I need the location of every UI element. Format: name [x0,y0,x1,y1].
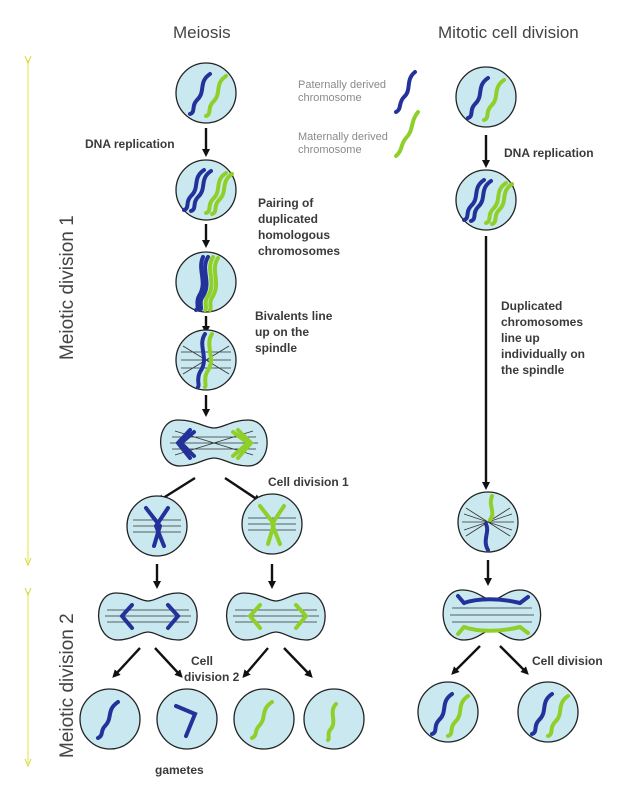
pairing-label-line-4: chromosomes [258,244,340,258]
mitosis-daughter-cell-1 [417,681,479,743]
duplicated-label-line-3: line up [501,331,540,345]
mitosis-anaphase-cell [442,589,542,641]
duplicated-label-line-1: Duplicated [501,299,562,313]
cell-division-1-label: Cell division 1 [268,475,349,489]
legend: Paternally derived chromosome Maternally… [298,70,420,158]
bivalents-label-line-3: spindle [255,341,297,355]
mitosis-arrow-4a [451,645,481,675]
meiotic-division-1-label: Meiotic division 1 [57,215,78,360]
meiosis-arrow-5b [224,477,262,503]
mitosis-arrow-4b [499,645,529,675]
mitosis-parent-cell [455,66,517,128]
meiosis-heading: Meiosis [173,23,231,42]
meiosis-paired-cell [175,251,237,313]
pairing-label-line-1: Pairing of [258,196,314,210]
legend-paternal-label-1: Paternally derived [298,79,386,91]
mitosis-replicated-cell [455,169,517,231]
gamete-4 [303,688,365,750]
cell-division-2-label-line-1: Cell [191,654,213,668]
pairing-label-line-3: homologous [258,228,330,242]
meiosis-dna-replication-label: DNA replication [85,137,175,151]
mitosis-dna-replication-label: DNA replication [504,146,594,160]
duplicated-label-line-5: the spindle [501,363,565,377]
legend-maternal-label-2: chromosome [298,144,362,156]
legend-maternal-label-1: Maternally derived [298,131,388,143]
meiosis-arrow-7d [283,647,313,678]
duplicated-label-line-4: individually on [501,347,585,361]
meiosis-spindle-cell [175,329,237,391]
meiosis-anaphase-2-cell-1 [97,592,198,641]
meiosis-arrow-7a [112,647,141,678]
meiosis-anaphase-2-cell-2 [225,592,326,641]
meiosis-replicated-cell [175,159,237,221]
pairing-label-line-2: duplicated [258,212,318,226]
cell-division-2-label-line-2: division 2 [184,670,240,684]
division-1-marker: Meiotic division 1 [28,60,78,562]
mitosis-metaphase-cell [457,491,519,553]
meiosis-daughter-cell-1 [126,495,188,557]
meiosis-arrow-7b [154,647,183,678]
meiotic-division-2-label: Meiotic division 2 [57,613,78,758]
legend-maternal-chromosome [394,110,420,158]
meiosis-arrow-5a [156,476,196,503]
gamete-2 [156,688,218,750]
legend-paternal-label-2: chromosome [298,92,362,104]
meiosis-arrow-7c [242,647,269,679]
gamete-1 [79,688,141,750]
division-2-marker: Meiotic division 2 [28,592,78,763]
bivalents-label-line-2: up on the [255,325,309,339]
meiosis-parent-cell [175,62,237,124]
bivalents-label-line-1: Bivalents line [255,309,333,323]
duplicated-label-line-2: chromosomes [501,315,583,329]
gamete-3 [233,688,295,750]
meiosis-anaphase-1-cell [159,419,268,467]
gametes-label: gametes [155,763,204,777]
mitosis-daughter-cell-2 [517,681,579,743]
legend-paternal-chromosome [394,70,417,114]
meiosis-daughter-cell-2 [241,493,303,555]
mitotic-heading: Mitotic cell division [438,23,579,42]
mitosis-cell-division-label: Cell division [532,654,603,668]
